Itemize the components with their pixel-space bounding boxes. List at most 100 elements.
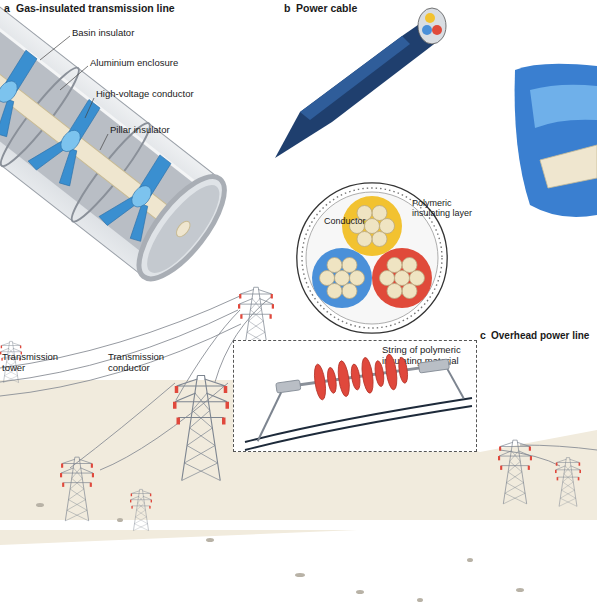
- cable-cross-section-detail: [410, 271, 425, 286]
- cable-cross-section-detail: [350, 271, 365, 286]
- panel-title: Gas-insulated transmission line: [16, 3, 175, 15]
- gas-insulated-pipe: [136, 175, 231, 282]
- power-cable: [300, 36, 410, 120]
- cable-cross-section-detail: [372, 248, 432, 308]
- ground: [36, 503, 44, 507]
- pillar-insulator: [50, 147, 90, 189]
- part-label: Basin insulator: [72, 28, 134, 39]
- power-cable: [425, 13, 435, 23]
- cable-cross-section-detail: [327, 284, 342, 299]
- insulator-string: [336, 360, 351, 397]
- ground: [36, 503, 524, 602]
- ground: [417, 598, 423, 602]
- power-cable: [418, 8, 446, 44]
- leader-line: [100, 134, 108, 150]
- cable-cross-section-detail: [327, 258, 342, 273]
- pillar-insulator: [27, 133, 68, 176]
- power-cable: [515, 64, 597, 217]
- power-cable: [540, 145, 597, 188]
- panel-letter: c: [480, 330, 486, 342]
- leader-line: [60, 66, 88, 90]
- inset-conductor: [245, 406, 472, 450]
- gas-insulated-pipe: [174, 219, 193, 239]
- power-cable: [422, 25, 432, 35]
- ground: [117, 518, 123, 522]
- transmission-conductor-lines: [70, 383, 175, 468]
- insulator-string: [276, 380, 301, 393]
- cable-cross-section-detail: [320, 206, 425, 299]
- pillar-insulator: [0, 77, 21, 106]
- transmission-tower: [555, 458, 581, 507]
- pillar-insulator: [98, 188, 139, 231]
- power-cable: [530, 85, 597, 128]
- part-label: Transmission tower: [2, 352, 74, 373]
- pillar-insulator: [128, 182, 155, 211]
- cable-cross-section-detail: [395, 271, 410, 286]
- insulator-string: [313, 352, 410, 401]
- insulator-string: [251, 393, 287, 442]
- part-label: Aluminium enclosure: [90, 58, 178, 69]
- ground: [295, 573, 305, 577]
- transmission-tower: [498, 440, 532, 504]
- power-cable: [275, 18, 442, 158]
- insulator-string: [248, 345, 465, 442]
- transmission-conductor-lines: [0, 324, 241, 396]
- cable-cross-section-detail: [320, 271, 335, 286]
- insulator-string: [418, 359, 449, 373]
- inset-conductor: [245, 398, 472, 450]
- cable-cross-section-detail: [342, 284, 357, 299]
- cable-cross-section-detail: [402, 258, 417, 273]
- transmission-conductor-lines: [0, 310, 238, 382]
- insulator-string: [384, 353, 399, 390]
- ground: [206, 538, 214, 542]
- transmission-tower: [173, 376, 229, 481]
- ground: [467, 558, 473, 562]
- ground: [60, 548, 480, 560]
- pillar-insulator: [0, 98, 26, 140]
- cable-cross-section-detail: [365, 219, 380, 234]
- inset-conductor: [245, 398, 472, 442]
- insulator-string: [397, 357, 409, 384]
- cable-cross-section-detail: [342, 258, 357, 273]
- node-text: Polymeric insulating layer: [412, 198, 474, 218]
- transmission-tower: [130, 489, 152, 530]
- leader-line: [40, 36, 70, 60]
- gas-insulated-pipe: [0, 30, 187, 235]
- power-cable: [432, 25, 442, 35]
- transmission-conductor-lines: [520, 445, 597, 450]
- panel-letter: b: [284, 3, 290, 15]
- cable-cross-section-detail: [380, 219, 395, 234]
- transmission-tower: [60, 457, 94, 521]
- insulator-string: [374, 360, 386, 387]
- cable-cross-section-detail: [372, 232, 387, 247]
- insulator-inset: String of polymeric insulating material: [233, 340, 477, 452]
- cable-cross-section-detail: [335, 271, 350, 286]
- ground: [0, 520, 597, 530]
- gas-insulated-pipe: [125, 164, 239, 291]
- ground: [516, 588, 524, 592]
- transmission-tower: [0, 341, 22, 382]
- cable-cross-section-detail: [402, 284, 417, 299]
- insulator-string: [326, 367, 338, 394]
- insulator-string: [447, 367, 463, 399]
- node-text: Conductor: [324, 216, 384, 226]
- cable-cross-section-detail: [387, 284, 402, 299]
- pillar-insulator: [57, 127, 84, 156]
- gas-insulated-pipe: [0, 0, 239, 291]
- panel-title: Overhead power line: [491, 330, 589, 341]
- cable-cross-section-detail: [372, 206, 387, 221]
- leader-line: [85, 98, 94, 118]
- ground: [356, 590, 364, 594]
- cable-cross-section-detail: [380, 271, 395, 286]
- insulator-string: [280, 364, 450, 388]
- panel-title: Power cable: [296, 3, 357, 15]
- cable-cross-section-detail: [387, 258, 402, 273]
- insulator-string: [313, 363, 328, 400]
- insulator-string: [350, 364, 362, 391]
- leader-line: [40, 36, 108, 150]
- cable-cross-section-detail: [312, 248, 372, 308]
- insulator-string: [360, 357, 375, 394]
